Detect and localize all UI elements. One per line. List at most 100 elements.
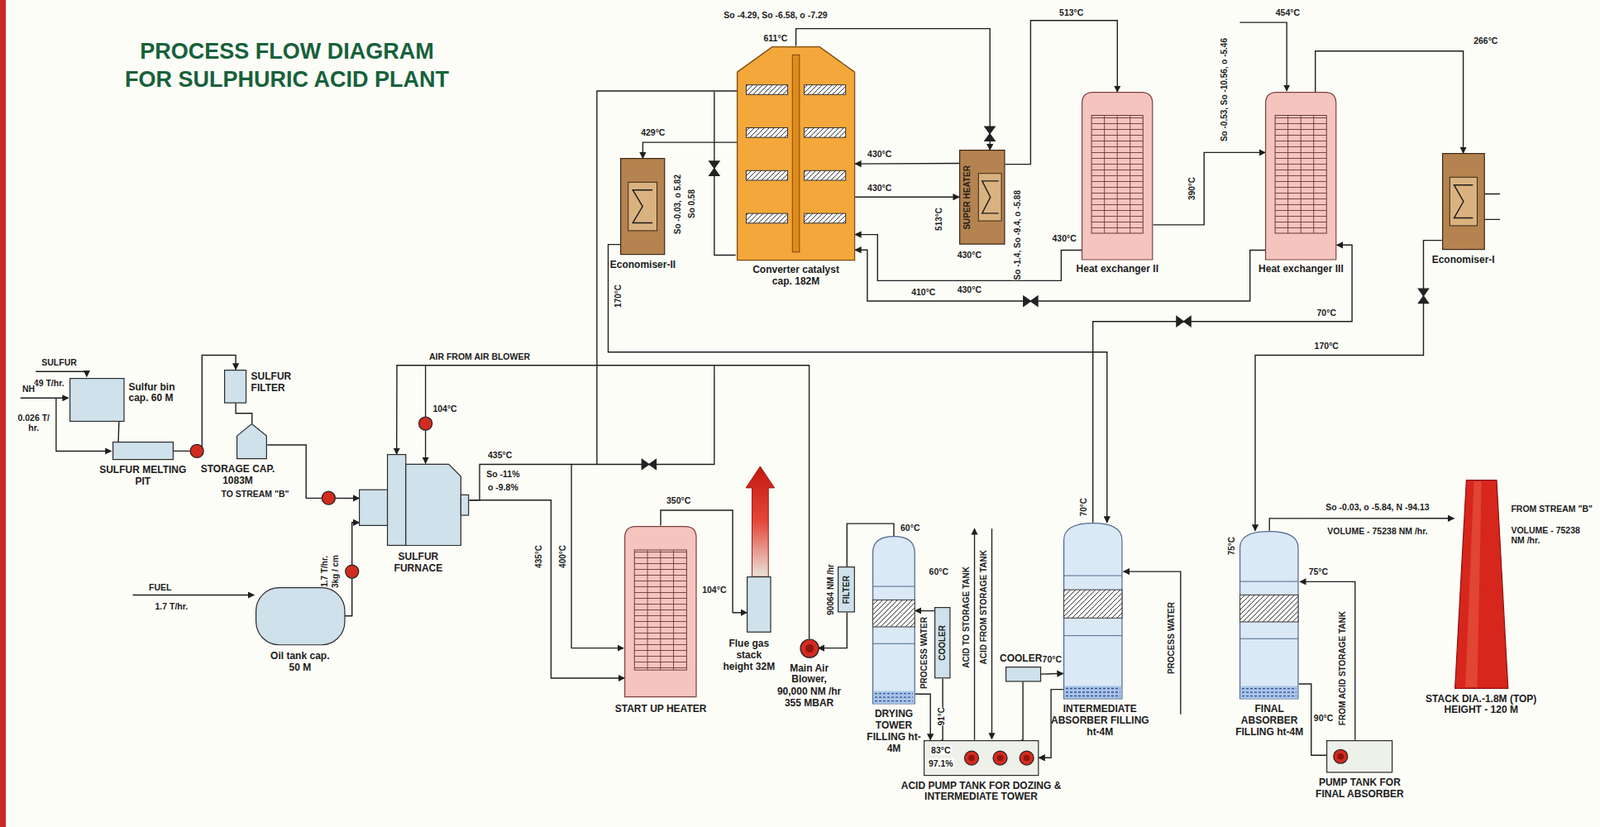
equipment-label: SULFUR FURNACE <box>382 551 454 575</box>
process-label: 97.1% <box>927 758 955 769</box>
drawing-part <box>1337 753 1345 760</box>
process-label: So -11% <box>485 468 521 479</box>
process-label: VOLUME - 75238 NM /hr. <box>1326 525 1429 536</box>
drawing-part <box>804 170 846 181</box>
equipment-label: SULFUR MELTING PIT <box>96 464 189 488</box>
process-label: So -0.03, o -5.84, N -94.13 <box>1324 501 1430 512</box>
process-line <box>818 611 848 648</box>
equipment-label: Heat exchanger III <box>1250 263 1352 276</box>
drawing-part <box>997 754 1004 761</box>
equipment-label: Main Air Blower, <box>788 663 830 687</box>
drawing-part <box>387 454 406 546</box>
tower: DRYING TOWER FILLING ht-4M <box>872 535 916 705</box>
drawing-part <box>935 607 951 679</box>
process-label: 1.7 T/hr. <box>153 601 189 612</box>
drawing-part <box>1240 580 1299 582</box>
equipment-box: FILTER <box>837 566 855 613</box>
process-label: So 0.58 <box>686 189 698 219</box>
process-label: 104°C <box>431 403 458 414</box>
drawing-part <box>1240 594 1299 622</box>
process-line <box>854 162 960 165</box>
equipment-label: COOLER <box>937 625 948 661</box>
vessel-box: SULFUR FILTER <box>224 369 247 404</box>
vessel-box: COOLER <box>1005 666 1042 683</box>
equipment-shape <box>872 535 916 705</box>
drawing-part <box>1241 695 1297 697</box>
drawing-part <box>991 528 993 739</box>
equipment-label: FINAL ABSORBER FILLING ht-4M <box>1232 703 1307 738</box>
process-line <box>117 421 120 443</box>
drawing-part <box>20 22 1500 741</box>
drawing-part <box>1176 316 1191 327</box>
drawing-part <box>20 397 69 399</box>
equipment-label: START UP HEATER <box>615 703 707 716</box>
process-label: 0.026 T/ hr. <box>14 412 54 433</box>
blower-symbol: Main Air Blower,90,000 NM /hr 355 MBAR <box>800 639 819 658</box>
drawing-part <box>1265 92 1337 260</box>
drawing-part <box>112 442 173 460</box>
process-label: 611°C <box>763 33 789 43</box>
drawing-part <box>255 587 344 645</box>
process-label: FROM STREAM "B" <box>1509 503 1595 514</box>
super-heater: SUPER HEATER <box>959 149 1006 245</box>
process-label: TO STREAM "B" <box>219 488 290 499</box>
drawing-part <box>874 696 913 698</box>
process-label: 454°C <box>1275 7 1301 18</box>
process-label: 83°C <box>930 745 951 755</box>
equipment-label: Oil tank cap. 50 M <box>269 650 331 674</box>
equipment-label: Sulfur bin cap. 60 M <box>128 382 192 406</box>
drawing-part <box>35 371 87 377</box>
drawing-part <box>1327 740 1393 772</box>
drawing-part <box>964 750 979 765</box>
drawing-part <box>1333 749 1348 764</box>
process-label: 70°C <box>1316 307 1338 318</box>
drawing-part <box>974 528 975 740</box>
economiser: Economiser-I <box>1442 152 1486 250</box>
equipment-shape <box>736 46 855 261</box>
drawing-part <box>597 365 715 465</box>
equipment-shape <box>1239 530 1300 700</box>
process-line <box>1093 244 1352 523</box>
equipment-label: Economiser-II <box>601 259 684 272</box>
drawing-part <box>804 213 846 224</box>
drawing-part <box>419 416 433 430</box>
stack: STACK DIA.-1.8M (TOP) HEIGHT - 120 M <box>1454 479 1509 689</box>
tower: INTERMEDIATE ABSORBER FILLING ht-4M <box>1063 522 1123 699</box>
drawing-part <box>745 170 788 181</box>
process-label: 410°C <box>910 286 937 297</box>
process-label: 513°C <box>1058 7 1085 18</box>
process-label: 429°C <box>640 127 666 138</box>
process-label: 390°C <box>1186 176 1199 201</box>
heat-exchanger: Heat exchanger II <box>1081 91 1153 261</box>
drawing-part <box>1063 522 1122 698</box>
process-label: So -4.29, So -6.58, o -7.29 <box>722 9 828 20</box>
equipment-shape <box>1454 479 1509 689</box>
process-line <box>396 365 810 640</box>
equipment-shape <box>224 369 247 404</box>
drawing-part <box>70 377 125 421</box>
diagram-title: PROCESS FLOW DIAGRAM FOR SULPHURIC ACID … <box>92 38 482 95</box>
tower: FINAL ABSORBER FILLING ht-4M <box>1239 530 1300 700</box>
drawing-part <box>1453 185 1473 219</box>
process-label: PROCESS WATER <box>1165 601 1178 674</box>
process-label: So -1.4, So -9.4, o -5.88 <box>1012 190 1024 280</box>
process-label: 170°C <box>1313 340 1340 351</box>
drawing-part <box>993 750 1008 765</box>
oil-tank: Oil tank cap. 50 M <box>255 587 346 645</box>
drawing-part <box>1063 574 1122 576</box>
drawing-part <box>1241 691 1297 693</box>
drawing-part <box>709 161 720 176</box>
drawing-part <box>673 549 674 670</box>
drawing-part <box>984 126 995 141</box>
process-line <box>1153 152 1266 225</box>
drawing-part <box>1442 153 1485 250</box>
process-line <box>915 610 936 612</box>
process-label: 70°C <box>1078 497 1090 516</box>
drawing-part <box>1123 571 1181 715</box>
equipment-label: 90,000 NM /hr 355 MBAR <box>770 686 848 710</box>
drawing-part <box>1091 115 1143 235</box>
equipment-label: Heat exchanger II <box>1066 263 1169 276</box>
process-label: 430°C <box>866 182 893 193</box>
drawing-part <box>1313 115 1314 235</box>
drawing-part <box>1240 530 1299 698</box>
